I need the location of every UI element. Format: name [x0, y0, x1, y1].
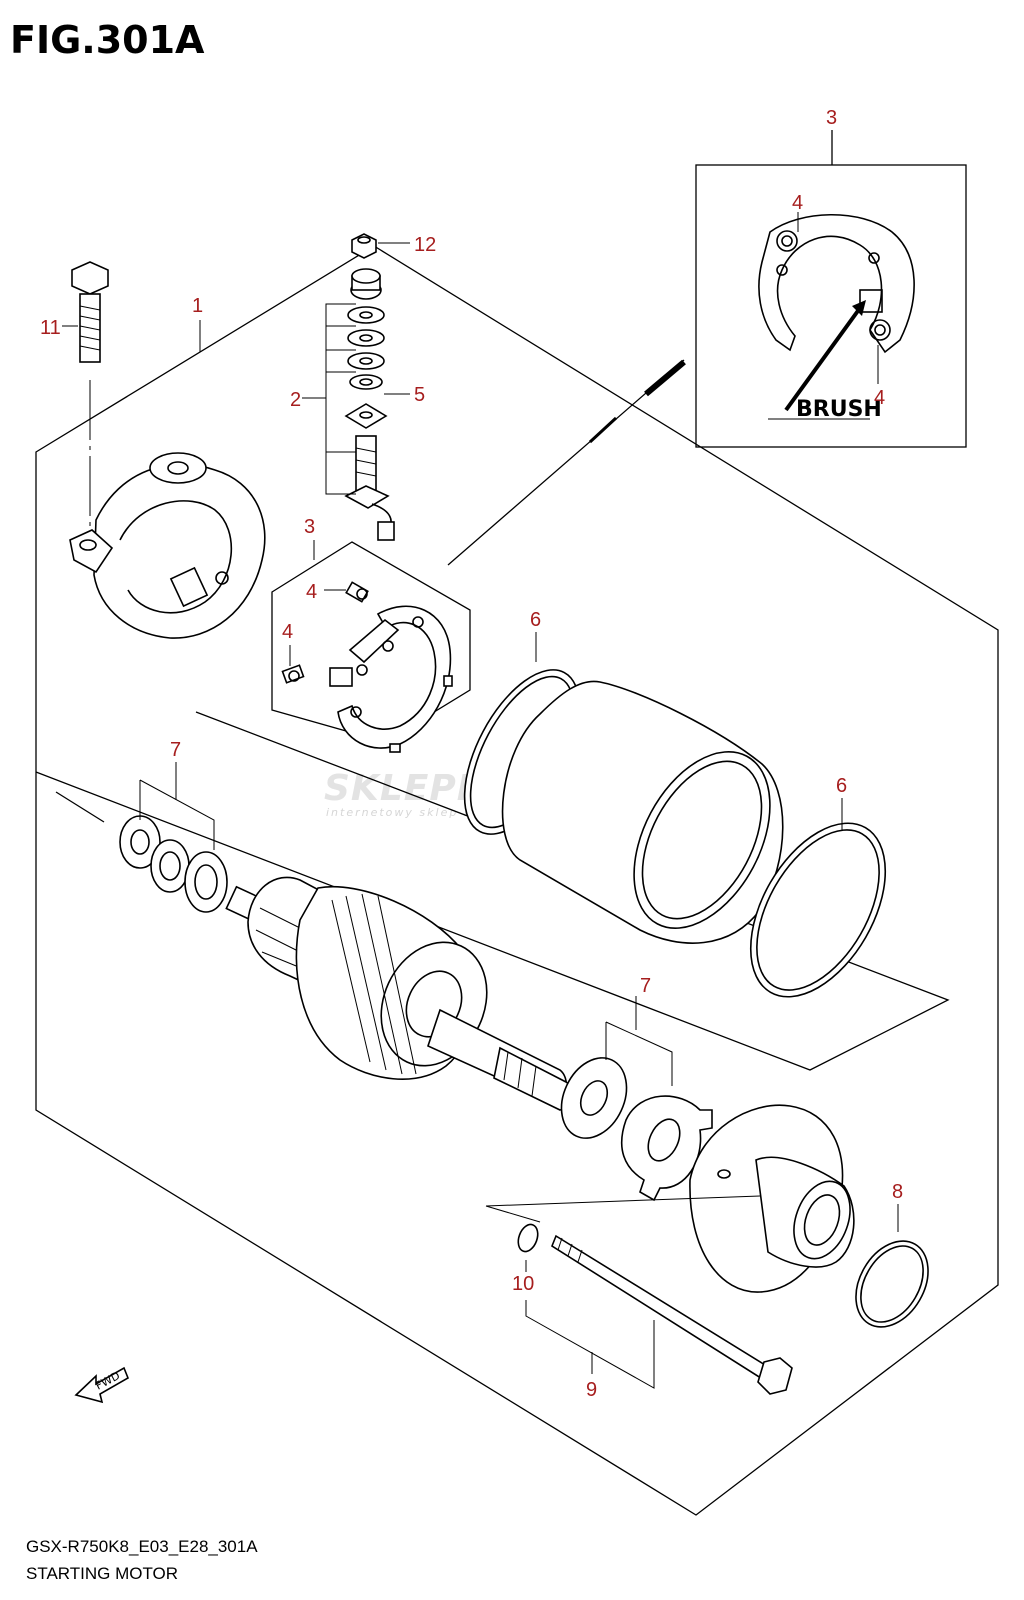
callout-3: 3: [304, 516, 315, 538]
washers-7-upper: [119, 762, 228, 913]
callout-12: 12: [414, 234, 436, 256]
o-ring-8: [855, 1204, 929, 1328]
washers-7-lower: [560, 996, 713, 1202]
terminal-stack: [302, 233, 410, 541]
yoke: [463, 632, 784, 944]
inset-brush-plate: [758, 213, 915, 354]
front-housing: [485, 1104, 855, 1293]
bolt-11: [62, 261, 109, 540]
callout-4-upper: 4: [306, 581, 317, 603]
brush-inset: BRUSH: [695, 130, 967, 448]
figure-title: FIG.301A: [10, 18, 205, 62]
callout-1: 1: [192, 295, 203, 317]
frame-tick: [55, 791, 105, 823]
model-code: GSX-R750K8_E03_E28_301A: [26, 1537, 258, 1556]
end-cover-1: [69, 320, 266, 639]
inset-box: [695, 164, 967, 448]
fwd-arrow: FWD: [74, 1366, 130, 1404]
callouts: 1 2 3 3 4 4 4 4 5 6 6 7 7 8 9 10 11 12: [40, 107, 903, 1401]
callout-7-lower: 7: [640, 975, 651, 997]
brush-holder-3: [271, 540, 471, 753]
callout-8: 8: [892, 1181, 903, 1203]
callout-3-inset: 3: [826, 107, 837, 129]
o-ring-6-lower: [749, 798, 887, 998]
armature: [225, 876, 573, 1111]
callout-6-lower: 6: [836, 775, 847, 797]
inset-leader: [447, 359, 685, 566]
through-bolt-9: [525, 1234, 793, 1395]
figure-caption: STARTING MOTOR: [26, 1564, 179, 1583]
inset-leader-bold: [644, 359, 686, 397]
callout-6-upper: 6: [530, 609, 541, 631]
inset-brush: [859, 289, 883, 313]
insulator-5: [344, 403, 388, 429]
callout-4-lower: 4: [282, 621, 293, 643]
o-ring-10: [517, 1223, 539, 1272]
callout-9: 9: [586, 1379, 597, 1401]
brush-label: BRUSH: [796, 397, 882, 422]
callout-11: 11: [40, 317, 61, 339]
callout-4-inset-bottom: 4: [874, 387, 885, 409]
callout-4-inset-top: 4: [792, 192, 803, 214]
callout-5: 5: [414, 384, 425, 406]
callout-2: 2: [290, 389, 301, 411]
callout-7-upper: 7: [170, 739, 181, 761]
brush-arrow: [784, 306, 862, 412]
callout-10: 10: [512, 1273, 534, 1295]
